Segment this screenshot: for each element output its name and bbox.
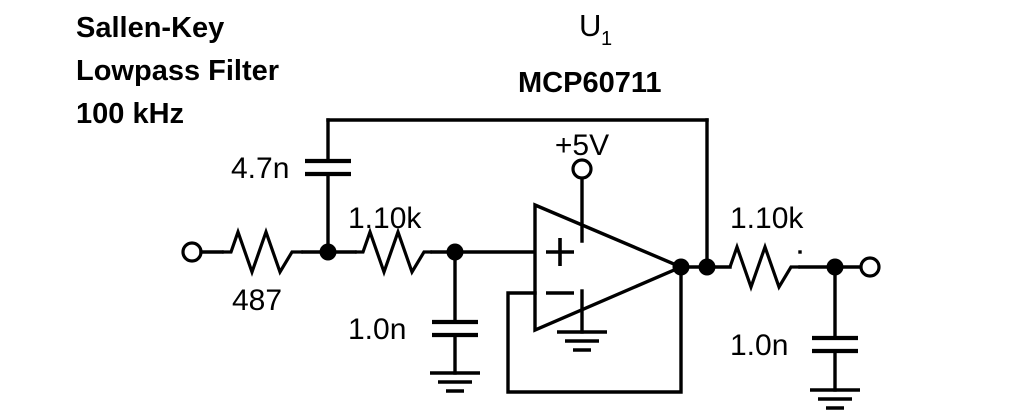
input-network: 487 [181, 227, 337, 317]
opamp-ground-pin [557, 289, 607, 352]
opamp-designator-subscript: 1 [601, 28, 612, 50]
ground-symbol-output [810, 388, 860, 410]
title-block: Sallen-Key Lowpass Filter 100 kHz [76, 12, 279, 130]
capacitor-output-group: 1.0n [730, 265, 860, 410]
resistor-second-label: 1.10k [348, 202, 422, 235]
opamp-noninverting-sign [546, 238, 574, 266]
input-terminal[interactable] [181, 241, 203, 263]
ground-symbol-shunt [430, 371, 480, 393]
resistor-output-body [728, 242, 800, 292]
opamp-supply-pin: +5V [555, 129, 609, 243]
output-node-group [672, 258, 732, 276]
resistor-output-group: 1.10k [728, 202, 837, 292]
resistor-input-label: 487 [232, 284, 282, 317]
feedback-loop-wire [506, 265, 683, 394]
opamp-symbol[interactable]: +5V [533, 129, 686, 352]
unity-gain-feedback-loop [506, 265, 683, 394]
capacitor-feedback-label: 4.7n [231, 152, 289, 185]
resistor-second-group: 1.10k [326, 202, 464, 277]
capacitor-shunt-label: 1.0n [348, 313, 406, 346]
feedback-top-wire [326, 118, 709, 269]
output-terminal[interactable] [859, 256, 881, 278]
capacitor-shunt-group: 1.0n [348, 250, 480, 393]
resistor-output-label: 1.10k [730, 202, 804, 235]
node-dot-feedback-tap [698, 258, 716, 276]
node-dot-opamp-output [672, 258, 690, 276]
opamp-designator-group: U 1 MCP60711 [518, 8, 662, 99]
title-line-1: Sallen-Key [76, 12, 224, 44]
supply-terminal[interactable] [571, 158, 593, 180]
opamp-part-number: MCP60711 [518, 67, 662, 99]
capacitor-output-label: 1.0n [730, 329, 788, 362]
opamp-designator: U [579, 8, 601, 43]
resistor-input-body [222, 227, 303, 277]
capacitor-feedback: 4.7n [231, 152, 351, 254]
resistor-second-body [355, 227, 432, 277]
supply-label: +5V [555, 129, 609, 162]
title-line-3: 100 kHz [76, 98, 184, 130]
title-line-2: Lowpass Filter [76, 55, 279, 87]
opamp-triangle[interactable] [533, 202, 686, 333]
